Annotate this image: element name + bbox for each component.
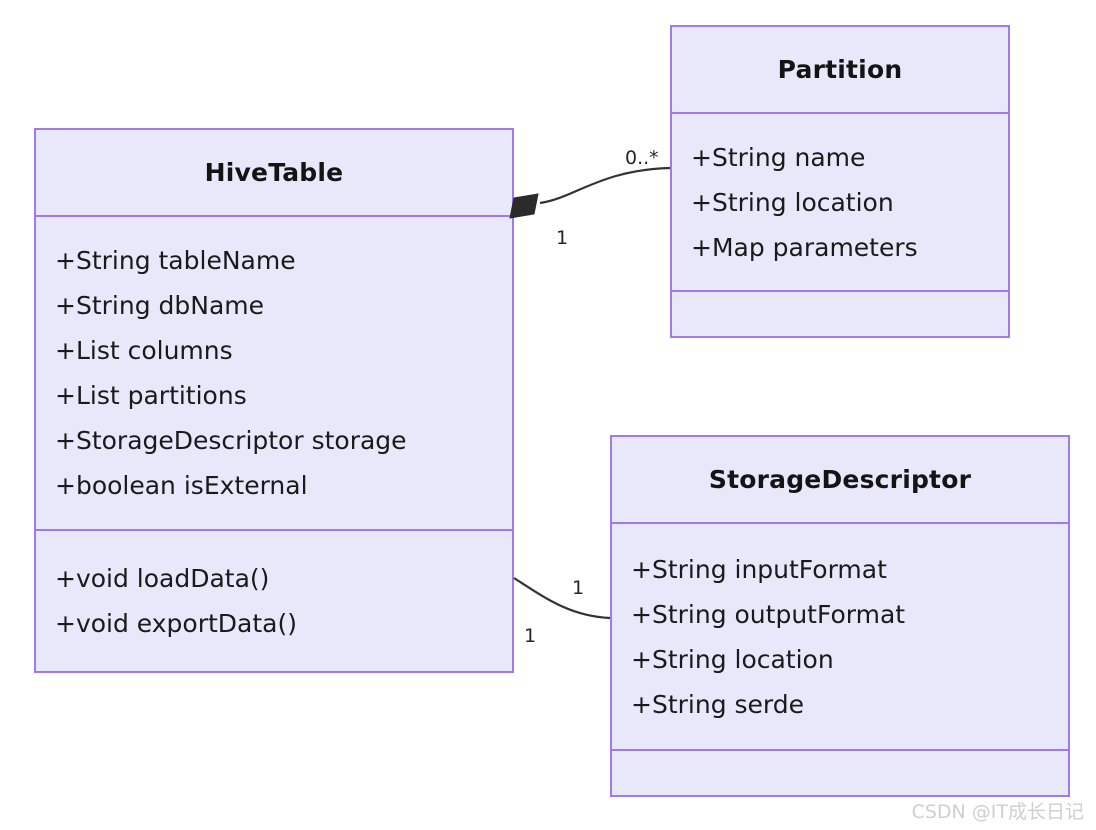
class-title-hive-table: HiveTable <box>36 130 512 217</box>
class-attribute: +String name <box>691 142 866 172</box>
multiplicity-partition-source: 1 <box>556 227 569 249</box>
edge-hive-table-storage-descriptor <box>513 577 611 620</box>
watermark-text: CSDN @IT成长日记 <box>911 801 1084 823</box>
class-title-partition: Partition <box>672 27 1008 114</box>
class-attribute: +boolean isExternal <box>55 471 308 500</box>
class-attribute: +List columns <box>55 336 233 365</box>
class-attribute: +String inputFormat <box>631 554 887 584</box>
class-title-storage-descriptor: StorageDescriptor <box>612 437 1068 524</box>
class-attribute: +String serde <box>631 689 804 719</box>
multiplicity-partition-target: 0..* <box>625 147 659 169</box>
class-attribute: +List partitions <box>55 381 247 410</box>
multiplicity-storage-source: 1 <box>524 625 537 647</box>
multiplicity-storage-target: 1 <box>572 577 585 599</box>
edge-hive-table-partition <box>539 166 671 205</box>
class-method: +void loadData() <box>55 564 270 593</box>
class-attribute: +String outputFormat <box>631 599 906 629</box>
class-attribute: +String dbName <box>55 291 264 320</box>
class-attribute: +String location <box>631 644 834 674</box>
class-attribute: +String tableName <box>55 246 296 275</box>
class-methods-hive-table: +void loadData() +void exportData() <box>36 531 512 671</box>
class-attributes-hive-table: +String tableName +String dbName +List c… <box>36 217 512 531</box>
composition-diamond-icon <box>509 193 539 219</box>
class-attributes-partition: +String name +String location +Map param… <box>672 114 1008 292</box>
class-methods-storage-descriptor <box>612 751 1068 795</box>
class-box-hive-table[interactable]: HiveTable +String tableName +String dbNa… <box>34 128 514 673</box>
class-method: +void exportData() <box>55 609 297 638</box>
class-box-storage-descriptor[interactable]: StorageDescriptor +String inputFormat +S… <box>610 435 1070 797</box>
class-attribute: +StorageDescriptor storage <box>55 426 407 455</box>
class-box-partition[interactable]: Partition +String name +String location … <box>670 25 1010 338</box>
class-methods-partition <box>672 292 1008 336</box>
class-attribute: +String location <box>691 187 894 217</box>
class-attributes-storage-descriptor: +String inputFormat +String outputFormat… <box>612 524 1068 751</box>
class-attribute: +Map parameters <box>691 232 918 262</box>
